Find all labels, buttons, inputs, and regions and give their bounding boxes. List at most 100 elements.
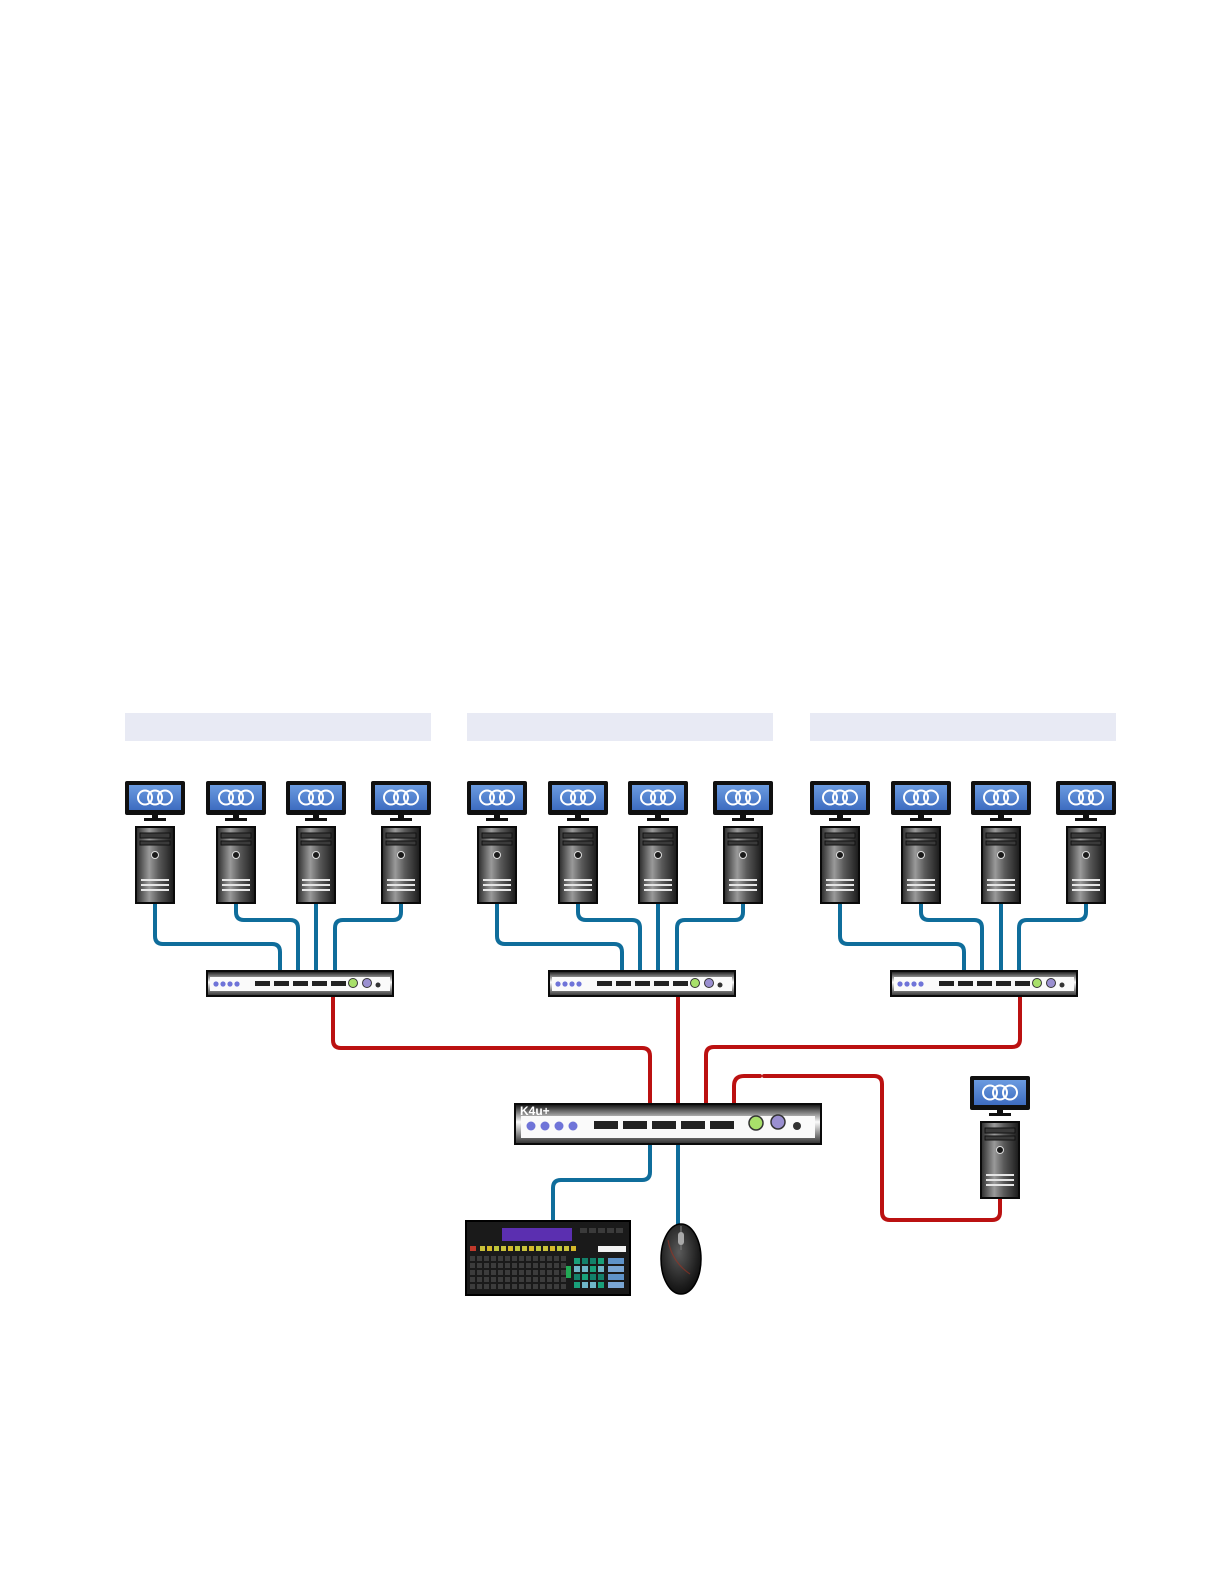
indicator-led — [527, 1122, 536, 1131]
key — [547, 1277, 552, 1282]
port-slot — [652, 1121, 676, 1129]
key — [484, 1277, 489, 1282]
key — [512, 1277, 517, 1282]
key — [470, 1263, 475, 1268]
indicator-led — [541, 1122, 550, 1131]
monitor-and-tower-icon — [206, 781, 266, 903]
key — [547, 1284, 552, 1289]
port-slot — [312, 981, 327, 986]
side-key — [608, 1282, 624, 1288]
key — [533, 1270, 538, 1275]
indicator-led — [220, 981, 225, 986]
top-key — [580, 1228, 587, 1233]
key — [519, 1270, 524, 1275]
top-key — [589, 1228, 596, 1233]
main-kvm-switch: K4u+ — [515, 1104, 821, 1144]
port-slot — [293, 981, 308, 986]
enter-key — [566, 1266, 571, 1278]
key — [526, 1270, 531, 1275]
monitor-and-tower-icon — [971, 781, 1031, 903]
ps2-port-green — [691, 979, 700, 988]
top-key — [598, 1228, 605, 1233]
power-jack — [1060, 983, 1065, 988]
mouse-icon — [661, 1224, 701, 1294]
keyboard-icon — [466, 1221, 630, 1295]
key — [540, 1277, 545, 1282]
key — [498, 1270, 503, 1275]
indicator-led — [213, 981, 218, 986]
group-header-band — [810, 713, 1116, 741]
group-header-band — [125, 713, 431, 741]
monitor-and-tower-icon — [467, 781, 527, 903]
keyboard-label-strip — [598, 1246, 626, 1252]
function-key — [515, 1246, 520, 1251]
power-jack — [793, 1122, 801, 1130]
key — [491, 1263, 496, 1268]
port-slot — [274, 981, 289, 986]
downstream-kvm-switch — [207, 971, 393, 996]
indicator-led — [911, 981, 916, 986]
port-slot — [681, 1121, 705, 1129]
monitor-and-tower-icon — [548, 781, 608, 903]
key — [540, 1284, 545, 1289]
indicator-led — [897, 981, 902, 986]
key — [484, 1284, 489, 1289]
key — [519, 1263, 524, 1268]
key — [533, 1263, 538, 1268]
key — [519, 1277, 524, 1282]
key — [477, 1277, 482, 1282]
key — [505, 1270, 510, 1275]
monitor-and-tower-icon — [1056, 781, 1116, 903]
keypad-key — [574, 1258, 580, 1264]
port-slot — [996, 981, 1011, 986]
ps2-port-green — [1033, 979, 1042, 988]
main-switch-layer: K4u+ — [515, 1104, 821, 1144]
key — [540, 1270, 545, 1275]
key — [498, 1277, 503, 1282]
red-cable-stub — [734, 1076, 760, 1104]
keypad-key — [598, 1258, 604, 1264]
keypad-key — [598, 1274, 604, 1280]
downstream-kvm-switch — [549, 971, 735, 996]
key — [491, 1270, 496, 1275]
key — [505, 1284, 510, 1289]
blue-cable — [677, 903, 743, 972]
port-slot — [958, 981, 973, 986]
indicator-led — [576, 981, 581, 986]
port-slot — [1015, 981, 1030, 986]
group-header-band — [467, 713, 773, 741]
power-jack — [376, 983, 381, 988]
key — [526, 1277, 531, 1282]
function-key — [480, 1246, 485, 1251]
top-key — [607, 1228, 614, 1233]
port-slot — [623, 1121, 647, 1129]
keypad-key — [574, 1282, 580, 1288]
red-cable-extra-computer — [764, 1076, 1000, 1220]
keypad-key — [582, 1266, 588, 1272]
blue-cable — [155, 903, 280, 972]
monitor-and-tower-icon — [891, 781, 951, 903]
keypad-key — [590, 1282, 596, 1288]
port-slot — [710, 1121, 734, 1129]
key — [505, 1277, 510, 1282]
port-slot — [939, 981, 954, 986]
key — [533, 1256, 538, 1261]
function-key — [508, 1246, 513, 1251]
side-key — [608, 1274, 624, 1280]
blue-cable — [1019, 903, 1086, 972]
key — [470, 1277, 475, 1282]
indicator-led — [234, 981, 239, 986]
key — [533, 1277, 538, 1282]
key — [526, 1263, 531, 1268]
monitor-and-tower-icon — [286, 781, 346, 903]
monitor-and-tower-icon — [970, 1076, 1030, 1198]
indicator-led — [569, 1122, 578, 1131]
port-slot — [977, 981, 992, 986]
function-key — [501, 1246, 506, 1251]
keypad-key — [590, 1258, 596, 1264]
function-key — [487, 1246, 492, 1251]
keyboard-display — [502, 1228, 572, 1241]
switch-model-label: K4u+ — [520, 1104, 550, 1118]
ps2-port-purple — [705, 979, 714, 988]
monitor-and-tower-icon — [713, 781, 773, 903]
